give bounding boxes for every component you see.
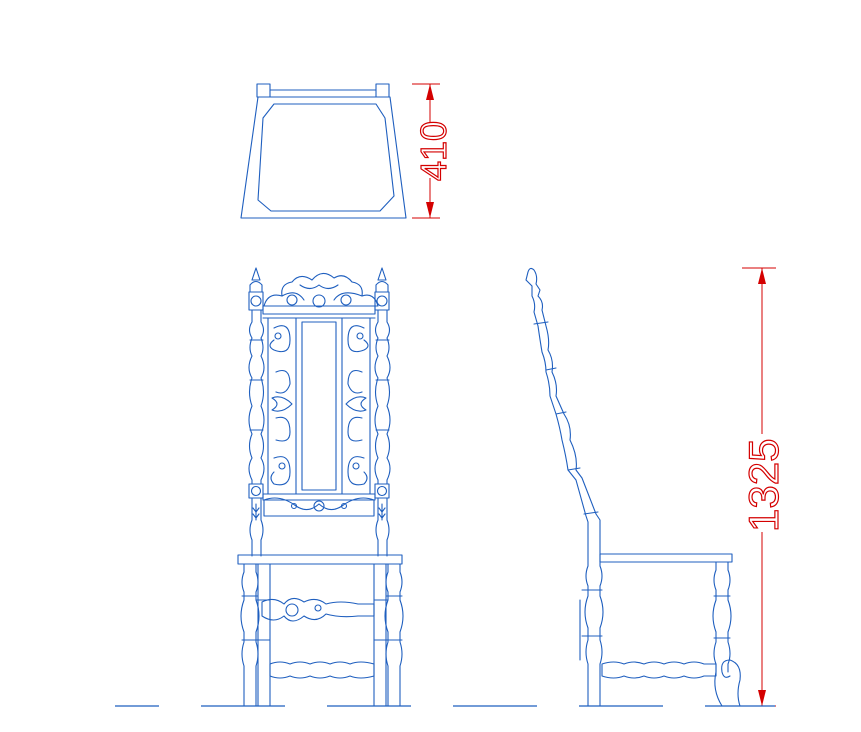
dimension-seat-depth: 410 <box>412 83 455 219</box>
front-right-post <box>374 267 391 557</box>
front-left-carved-panel <box>267 317 297 495</box>
front-view <box>237 267 404 707</box>
dimension-label-1325: 1325 <box>740 439 787 532</box>
front-right-leg <box>373 563 404 707</box>
front-crest <box>263 272 379 308</box>
dimension-overall-height: 1325 <box>739 267 788 707</box>
top-view <box>240 83 407 219</box>
front-left-post <box>248 267 265 557</box>
front-right-carved-panel <box>341 317 371 495</box>
front-left-leg <box>240 563 271 707</box>
side-view <box>525 267 741 707</box>
dimension-label-410: 410 <box>413 121 454 181</box>
